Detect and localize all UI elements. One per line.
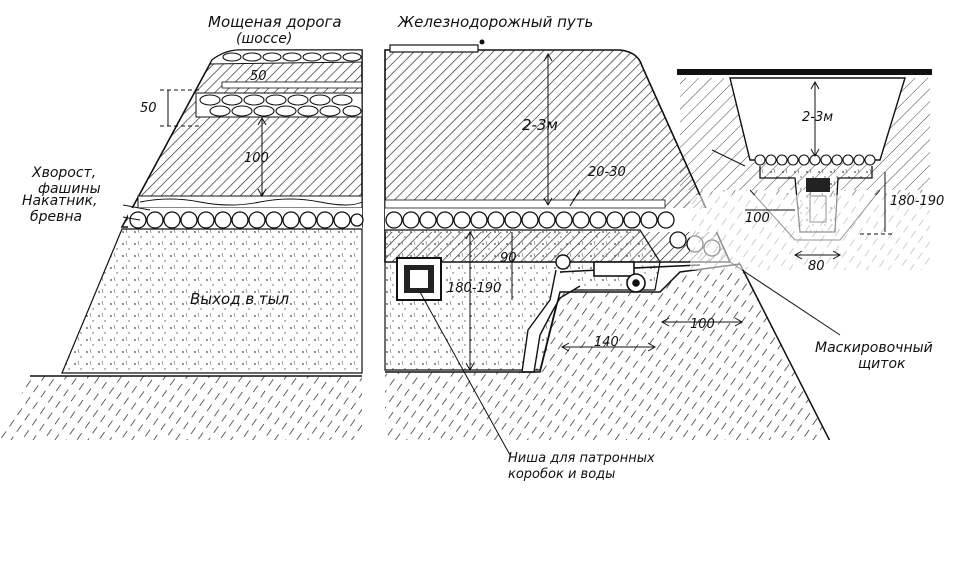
label-niche-1: Ниша для патронных [508, 451, 655, 466]
cross-section [677, 69, 932, 270]
dim-road-top-layer: 50 [250, 69, 267, 84]
stone-layer [199, 94, 362, 117]
label-brushwood-2: фашины [38, 181, 101, 197]
label-railway: Железнодорожный путь [397, 13, 593, 31]
dim-firing-step: 90 [500, 251, 517, 266]
label-logs-1: Накатник, [22, 193, 97, 209]
label-paved-road-sub: (шоссе) [236, 31, 292, 47]
log-row-section [754, 154, 876, 166]
dim-section-width-left: 100 [745, 211, 770, 226]
label-logs-2: бревна [30, 209, 82, 225]
paving-stones [222, 52, 362, 62]
label-shield-2: щиток [858, 356, 906, 372]
label-brushwood-1: Хворост, [31, 165, 96, 181]
dim-section-cover: 2-3м [802, 110, 833, 125]
dim-embrasure: 100 [690, 317, 715, 332]
dim-center [419, 52, 841, 456]
dim-section [711, 80, 895, 260]
dim-floor-width: 140 [594, 335, 619, 350]
dim-section-trench: 80 [808, 259, 825, 274]
dim-section-depth: 180-190 [890, 194, 944, 209]
dim-chamber-height: 180-190 [447, 281, 501, 296]
dim-rail-cover: 2-3м [522, 116, 558, 134]
rail-embankment [0, 39, 945, 583]
label-niche-2: коробок и воды [508, 467, 615, 482]
dim-road-layer-side: 50 [140, 101, 157, 116]
label-exit: Выход в тыл [190, 290, 290, 308]
dim-left [122, 89, 267, 221]
road-embankment [0, 49, 364, 440]
dim-rail-logs: 20-30 [588, 165, 626, 180]
label-paved-road: Мощеная дорога [208, 13, 342, 31]
machine-gun [593, 261, 701, 293]
label-shield-1: Маскировочный [815, 340, 933, 356]
dim-road-fill: 100 [244, 151, 269, 166]
log-row-left [129, 211, 364, 229]
